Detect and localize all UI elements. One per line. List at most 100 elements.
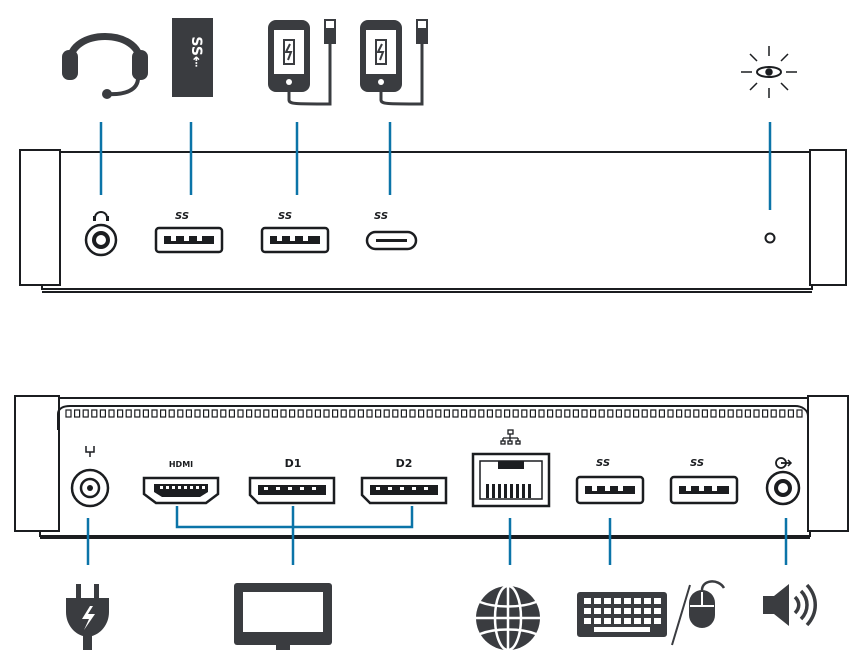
vent-slot xyxy=(632,409,640,418)
vent-slot xyxy=(366,409,373,418)
vent-slot xyxy=(211,409,218,418)
keyboard-key xyxy=(654,608,661,614)
vent-slot xyxy=(787,409,795,418)
displayport-2[interactable]: D2 xyxy=(360,457,448,505)
vent-slot xyxy=(452,409,459,418)
keyboard-key xyxy=(624,618,631,624)
vent-slot xyxy=(469,409,476,418)
dc-power-port[interactable] xyxy=(70,446,110,508)
keyboard-spacebar xyxy=(594,627,650,632)
vent-slot xyxy=(375,409,382,418)
vent-slot xyxy=(237,409,244,418)
keyboard-key xyxy=(624,608,631,614)
keyboard-key xyxy=(634,598,641,604)
hdmi-label: HDMI xyxy=(169,460,193,469)
vent-slot xyxy=(512,409,519,418)
vent-slot xyxy=(65,409,72,418)
keyboard-key xyxy=(654,618,661,624)
keyboard-key xyxy=(634,618,641,624)
vent-slot xyxy=(246,409,253,418)
usb-a-port-rear-2[interactable]: SS xyxy=(669,458,739,505)
vent-slot xyxy=(263,409,270,418)
vent-slot xyxy=(383,409,390,418)
vent-slot xyxy=(435,409,442,418)
usb-c-port-front[interactable]: SS xyxy=(365,211,418,251)
vent-slot xyxy=(91,409,98,418)
vent-slot xyxy=(718,409,726,418)
vent-slot xyxy=(461,409,468,418)
rear-panel xyxy=(14,395,849,539)
vent-slot xyxy=(177,409,184,418)
vent-slot xyxy=(99,409,107,418)
monitor-icon xyxy=(234,583,332,650)
headset-jack[interactable] xyxy=(84,211,118,257)
svg-text:SS⇠: SS⇠ xyxy=(188,36,204,67)
vent-slot xyxy=(710,409,717,418)
keyboard-key xyxy=(644,618,651,624)
vent-slot xyxy=(332,409,339,418)
keyboard-icon xyxy=(577,592,667,637)
vent-slot xyxy=(667,409,674,418)
usb-a-port-front-2[interactable]: SS xyxy=(260,211,330,254)
vent-slot xyxy=(727,409,734,418)
displayport-1[interactable]: D1 xyxy=(248,457,336,505)
vent-slot xyxy=(116,409,124,418)
keyboard-key xyxy=(604,598,611,604)
keyboard-key xyxy=(614,618,621,624)
vent-slot xyxy=(478,409,485,418)
keyboard-key xyxy=(624,598,631,604)
keyboard-key xyxy=(604,618,611,624)
ethernet-port[interactable] xyxy=(471,429,551,508)
usb-label: SS xyxy=(374,211,388,222)
keyboard-key xyxy=(634,608,641,614)
dp2-label: D2 xyxy=(396,457,413,470)
usb-flash-drive-icon: SS⇠ xyxy=(172,18,213,97)
vent-slot xyxy=(73,409,81,418)
vent-slot xyxy=(280,409,287,418)
vent-slot xyxy=(349,409,356,418)
usb-label: SS xyxy=(596,458,610,469)
network-icon xyxy=(500,429,521,445)
vent-slot xyxy=(598,409,605,418)
vent-slot xyxy=(650,409,657,418)
usb-a-port-rear-1[interactable]: SS xyxy=(575,458,645,505)
hdmi-port[interactable]: HDMI xyxy=(142,460,220,505)
usb-a-port-front-1[interactable]: SS xyxy=(154,211,224,254)
vent-slot xyxy=(82,409,89,418)
divider xyxy=(671,584,691,646)
vent-slot xyxy=(340,409,347,418)
vent-slot xyxy=(168,409,175,418)
vent-slot xyxy=(306,409,313,418)
vent-slot xyxy=(684,409,691,418)
vent-slot xyxy=(495,409,502,418)
vent-slot xyxy=(392,409,399,418)
audio-out-jack[interactable] xyxy=(765,457,801,506)
keyboard-key xyxy=(614,608,621,614)
vent-slot xyxy=(555,409,562,418)
vent-slot xyxy=(572,409,580,418)
vent-slot xyxy=(203,409,210,418)
vent-slot xyxy=(770,409,777,418)
vent-slot xyxy=(125,409,132,418)
vent-slot xyxy=(108,409,115,418)
vent-slot xyxy=(151,409,158,418)
vent-slot xyxy=(228,409,235,418)
status-light-icon xyxy=(741,46,797,98)
keyboard-key xyxy=(594,618,601,624)
vent-slot xyxy=(271,409,278,418)
keyboard-key xyxy=(594,608,601,614)
vent-slot xyxy=(658,409,666,418)
keyboard-key xyxy=(614,598,621,604)
vent-slot xyxy=(675,409,683,418)
keyboard-key xyxy=(604,608,611,614)
keyboard-key xyxy=(594,598,601,604)
vent-slot xyxy=(185,409,192,418)
vent-slot xyxy=(194,409,201,418)
front-leader-lines xyxy=(99,122,772,210)
keyboard-key xyxy=(644,598,651,604)
vent-slot xyxy=(641,409,648,418)
vent-slot xyxy=(297,409,304,418)
vent-slot xyxy=(486,409,493,418)
power-plug-icon xyxy=(66,584,109,650)
